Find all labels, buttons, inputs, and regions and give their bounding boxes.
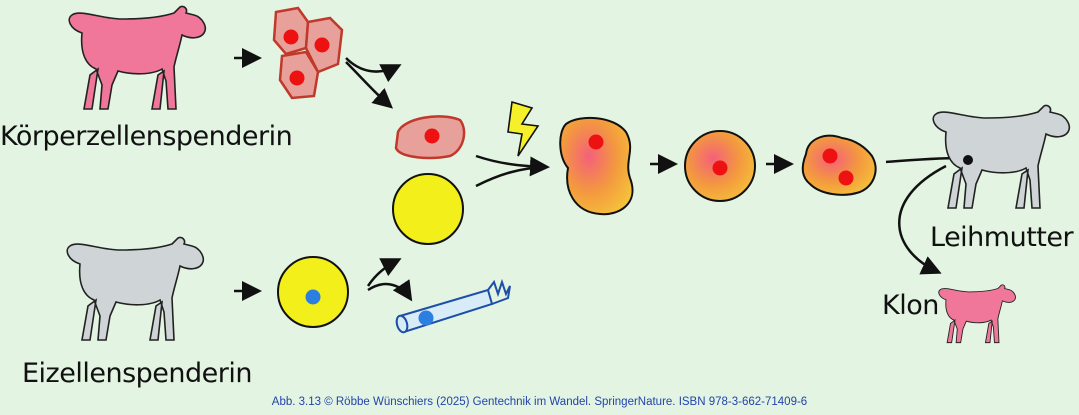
zygote <box>684 130 756 202</box>
two-cell-embryo <box>801 134 877 196</box>
arrow-fusion-bottom <box>475 165 547 188</box>
grey-sheep-egg-donor-icon <box>66 236 205 341</box>
embryo-implant-dot <box>963 155 973 165</box>
lightning-icon <box>507 100 540 157</box>
micropipette-icon <box>395 278 511 334</box>
arrow-cell-discard <box>345 57 402 83</box>
body-cell-donor-label: Körperzellenspenderin <box>0 121 292 152</box>
body-cells-cluster <box>272 6 344 100</box>
clone-lamb-icon <box>938 284 1016 344</box>
arrow-birth <box>898 164 947 275</box>
fused-cell <box>559 116 634 216</box>
arrow-egg-to-enucleated <box>366 258 402 287</box>
enucleated-egg-cell <box>392 173 464 245</box>
pink-sheep-icon <box>68 5 207 110</box>
egg-cell-with-nucleus <box>277 256 349 328</box>
surrogate-mother-label: Leihmutter <box>930 222 1074 253</box>
egg-cell-donor-label: Eizellenspenderin <box>22 358 252 389</box>
single-body-cell <box>394 115 466 160</box>
grey-sheep-surrogate-icon <box>932 104 1071 209</box>
arrow-nucleus-removal <box>367 279 413 302</box>
arrow-cell-selected <box>345 61 394 109</box>
figure-caption: Abb. 3.13 © Röbbe Wünschiers (2025) Gent… <box>271 396 808 408</box>
clone-label: Klon <box>882 290 939 321</box>
arrow-fusion-top <box>475 154 550 177</box>
